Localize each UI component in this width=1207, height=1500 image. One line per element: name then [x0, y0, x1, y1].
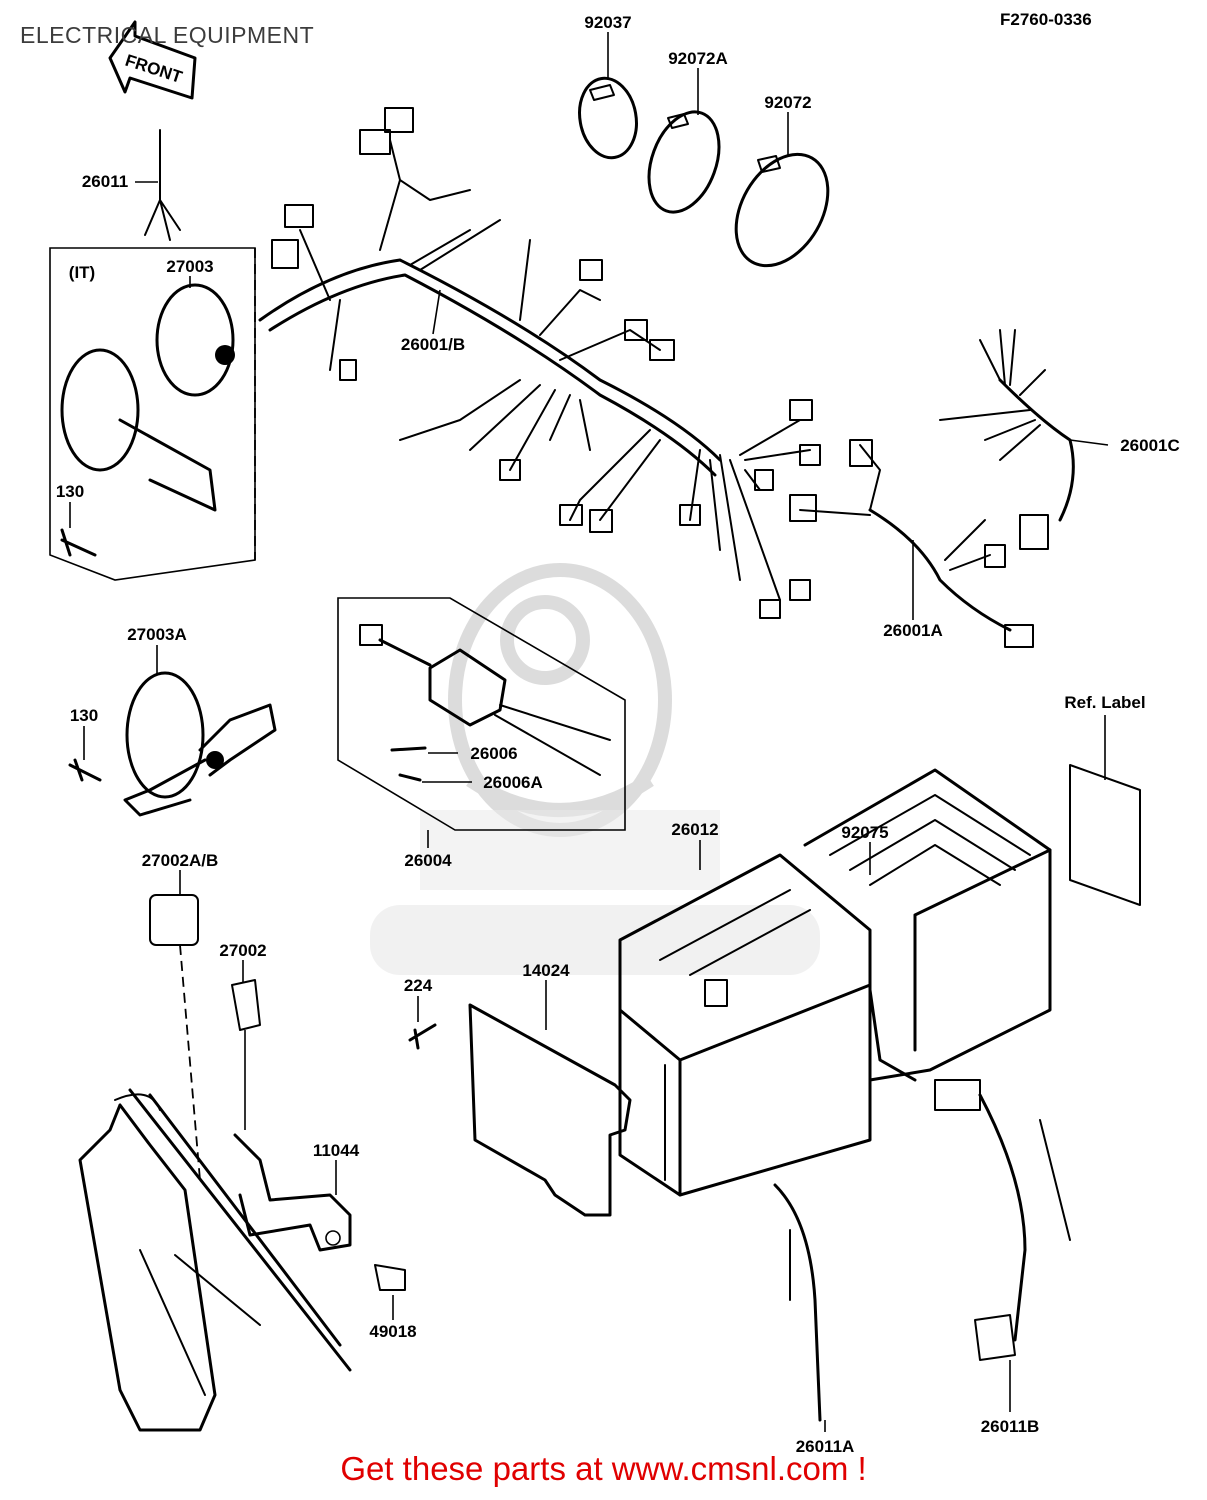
band-92072a-drawing — [647, 110, 721, 214]
cable-26011a-drawing — [773, 1183, 822, 1422]
band-92037-drawing — [578, 76, 638, 160]
figure-code: F2760-0336 — [1000, 10, 1092, 29]
battery-26012-drawing — [618, 853, 872, 1197]
get-parts-link[interactable]: Get these parts at www.cmsnl.com ! — [340, 1450, 867, 1487]
callout-27003a: 27003A — [127, 625, 187, 644]
callout-224: 224 — [404, 976, 433, 995]
callout-26001b: 26001/B — [401, 335, 465, 354]
callout-27003: 27003 — [166, 257, 213, 276]
fuse-26006a-drawing — [398, 773, 422, 782]
callout-49018: 49018 — [369, 1322, 416, 1341]
battery-case-92075-drawing — [803, 768, 1052, 1082]
callout-130-mid: 130 — [70, 706, 98, 725]
lead-26011-drawing — [144, 129, 181, 241]
callout-27002ab: 27002A/B — [142, 851, 219, 870]
callouts: 92037 92072A 92072 26011 (IT) 27003 130 … — [56, 13, 1180, 1456]
page-title: ELECTRICAL EQUIPMENT — [20, 22, 315, 48]
bolt-130-mid-drawing — [68, 758, 102, 782]
bracket-11044-drawing — [233, 1133, 352, 1252]
group-marker-it: (IT) — [69, 263, 95, 282]
cable-26011b-drawing — [934, 1079, 1071, 1361]
callout-26001a: 26001A — [883, 621, 943, 640]
battery-cover-14024-drawing — [468, 1003, 632, 1217]
callout-26012: 26012 — [671, 820, 718, 839]
callout-26006a: 26006A — [483, 773, 543, 792]
bolt-224-drawing — [408, 1023, 437, 1050]
callout-14024: 14024 — [522, 961, 570, 980]
callout-26006: 26006 — [470, 744, 517, 763]
switch-49018-drawing — [374, 1264, 406, 1291]
main-harness-26001b-drawing — [258, 107, 821, 619]
relay-27002ab-drawing — [149, 894, 201, 1181]
callout-26011: 26011 — [82, 172, 128, 191]
ref-label-text: Ref. Label — [1064, 693, 1145, 712]
band-92072-drawing — [734, 152, 830, 268]
ref-label-sticker-drawing — [1069, 715, 1141, 906]
relay-26004-drawing — [359, 624, 611, 776]
callout-130-top: 130 — [56, 482, 84, 501]
callout-26004: 26004 — [404, 851, 452, 870]
bolt-130-top-drawing — [60, 528, 97, 557]
callout-26001c: 26001C — [1120, 436, 1180, 455]
relay-26004-group-box — [337, 597, 626, 831]
callout-92072: 92072 — [764, 93, 811, 112]
callout-92072a: 92072A — [668, 49, 728, 68]
fuse-26006-drawing — [390, 746, 427, 752]
callout-92037: 92037 — [584, 13, 631, 32]
front-marker-text: FRONT — [123, 51, 185, 87]
horn-27003a-drawing — [123, 671, 277, 817]
callout-26011b: 26011B — [981, 1417, 1040, 1436]
callout-11044: 11044 — [313, 1141, 360, 1160]
harness-26001a-drawing — [789, 439, 1034, 648]
callout-26011a: 26011A — [796, 1437, 855, 1456]
relay-27002-drawing — [231, 979, 261, 1130]
callout-92075: 92075 — [841, 823, 888, 842]
horn-27003-group-box — [49, 247, 256, 581]
callout-27002: 27002 — [219, 941, 266, 960]
horn-27003-drawing — [60, 283, 235, 512]
frame-drawing — [78, 1088, 352, 1432]
harness-26001c-drawing — [939, 329, 1075, 550]
